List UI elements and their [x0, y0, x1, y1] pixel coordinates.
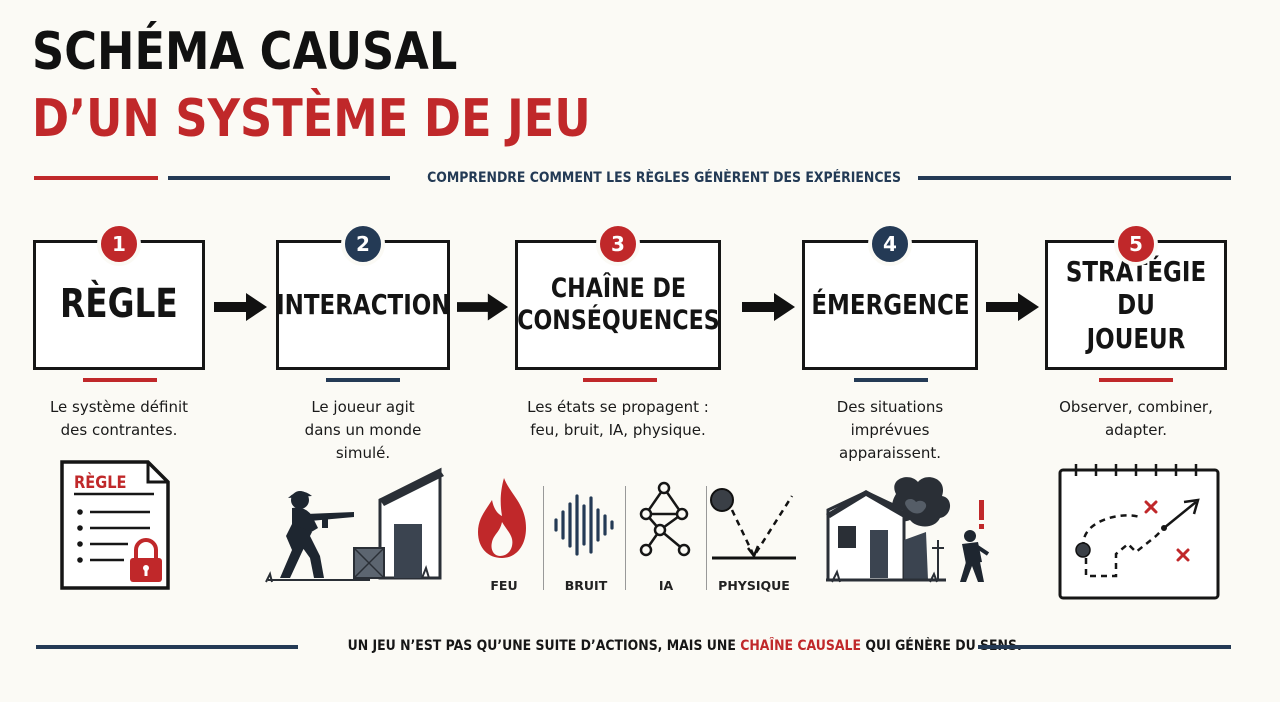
- arrow-right-icon: [214, 293, 267, 321]
- title-line-1: SCHÉMA CAUSAL: [32, 22, 458, 82]
- step-4-badge: 4: [868, 222, 912, 266]
- strategy-map-icon: [1058, 464, 1220, 600]
- step-2-label: INTERACTION: [275, 288, 451, 322]
- step-5-label: STRATÉGIE DU JOUEUR: [1065, 255, 1207, 355]
- step-3-description: Les états se propagent : feu, bruit, IA,…: [527, 398, 709, 439]
- step-1-badge: 1: [97, 222, 141, 266]
- sound-wave-icon: [554, 494, 614, 556]
- tagline: UN JEU N’EST PAS QU’UNE SUITE D’ACTIONS,…: [347, 638, 1022, 654]
- arrow-right-icon: [457, 293, 509, 321]
- subtitle: COMPRENDRE COMMENT LES RÈGLES GÉNÈRENT D…: [427, 170, 902, 186]
- ball-bounce-icon: [710, 488, 796, 560]
- tagline-after: QUI GÉNÈRE DU SENS.: [861, 638, 1022, 654]
- step-1-underline: [83, 378, 157, 382]
- label-physique: PHYSIQUE: [718, 578, 790, 593]
- step-4-underline: [854, 378, 928, 382]
- bottom-rule-left: [36, 645, 298, 649]
- step-3-label: CHAÎNE DE CONSÉQUENCES: [516, 273, 720, 336]
- step-5-badge: 5: [1114, 222, 1158, 266]
- step-1-label: RÈGLE: [60, 281, 178, 328]
- propagation-divider: [706, 486, 707, 590]
- tagline-before: UN JEU N’EST PAS QU’UNE SUITE D’ACTIONS,…: [347, 638, 741, 654]
- step-3-underline: [583, 378, 657, 382]
- label-bruit: BRUIT: [564, 578, 608, 593]
- title-line-2: D’UN SYSTÈME DE JEU: [32, 89, 591, 149]
- step-4-description: Des situations imprévues apparaissent.: [836, 398, 944, 462]
- top-rule-navy-left: [168, 176, 390, 180]
- step-4-label: ÉMERGENCE: [810, 288, 970, 322]
- rule-doc-title: RÈGLE: [74, 473, 127, 493]
- step-1-description: Le système définit des contrantes.: [49, 398, 189, 439]
- step-5-description: Observer, combiner, adapter.: [1059, 398, 1213, 439]
- step-2-underline: [326, 378, 400, 382]
- label-ia: IA: [658, 578, 674, 593]
- tagline-highlight: CHAÎNE CAUSALE: [740, 638, 862, 654]
- step-2-description: Le joueur agit dans un monde simulé.: [304, 398, 422, 462]
- step-5-underline: [1099, 378, 1173, 382]
- label-feu: FEU: [490, 578, 518, 593]
- document-lock-icon: [60, 460, 170, 590]
- bottom-rule-right: [978, 645, 1231, 649]
- top-rule-red: [34, 176, 158, 180]
- arrow-right-icon: [742, 293, 795, 321]
- step-3-badge: 3: [596, 222, 640, 266]
- step-2-badge: 2: [341, 222, 385, 266]
- top-rule-navy-right: [918, 176, 1231, 180]
- burning-house-icon: [826, 477, 990, 583]
- fire-icon: [478, 478, 526, 558]
- propagation-divider: [543, 486, 544, 590]
- arrow-right-icon: [986, 293, 1039, 321]
- network-graph-icon: [639, 481, 691, 557]
- soldier-aiming-icon: [265, 467, 444, 583]
- propagation-divider: [625, 486, 626, 590]
